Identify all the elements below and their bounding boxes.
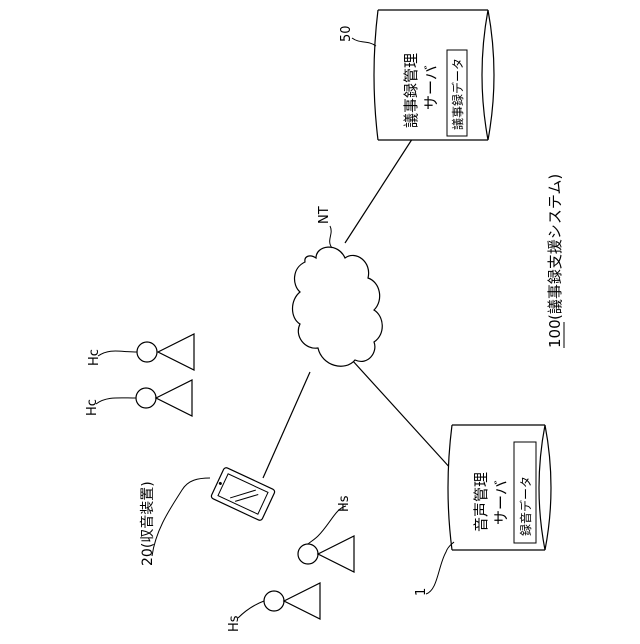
link-network-minutes-server — [345, 130, 418, 243]
person-hc-lower-label: Hc — [85, 399, 100, 416]
person-hc-upper-label: Hc — [87, 349, 102, 366]
person-hc-upper — [137, 334, 194, 370]
person-hs-upper-label: Hs — [337, 495, 352, 512]
audio-server-ref: 1 — [414, 588, 429, 596]
person-hs-lower — [264, 583, 320, 619]
person-hs-lower-label: Hs — [227, 615, 242, 632]
minutes-management-server: 議事録管理 サーバ 議事録データ — [374, 10, 494, 140]
network-label: NT — [317, 206, 332, 224]
recording-device — [210, 467, 275, 521]
person-hc-lower-leader — [96, 398, 136, 404]
minutes-server-title-line2: サーバ — [422, 65, 440, 110]
network-label-leader — [330, 226, 332, 248]
audio-management-server: 音声管理 サーバ 録音データ — [448, 425, 551, 550]
person-hc-lower — [136, 380, 192, 416]
minutes-server-ref-leader — [352, 38, 376, 46]
minutes-server-ref: 50 — [339, 25, 354, 42]
audio-server-title-line1: 音声管理 — [472, 472, 490, 532]
system-number: 100 — [546, 319, 564, 348]
network-cloud — [293, 247, 383, 366]
recording-device-label: 20(収音装置) — [139, 481, 156, 566]
person-hc-upper-leader — [98, 351, 137, 356]
person-hs-upper — [298, 536, 354, 572]
audio-server-ref-leader — [426, 542, 454, 594]
minutes-server-title-line1: 議事録管理 — [402, 53, 420, 128]
recording-data-label: 録音データ — [518, 476, 533, 536]
link-network-audio-server — [352, 360, 452, 470]
audio-server-title-line2: サーバ — [492, 480, 510, 525]
link-network-recording-device — [263, 372, 310, 478]
recording-device-leader — [152, 478, 210, 556]
minutes-data-label: 議事録データ — [450, 58, 465, 130]
system-name: (議事録支援システム) — [546, 174, 564, 320]
